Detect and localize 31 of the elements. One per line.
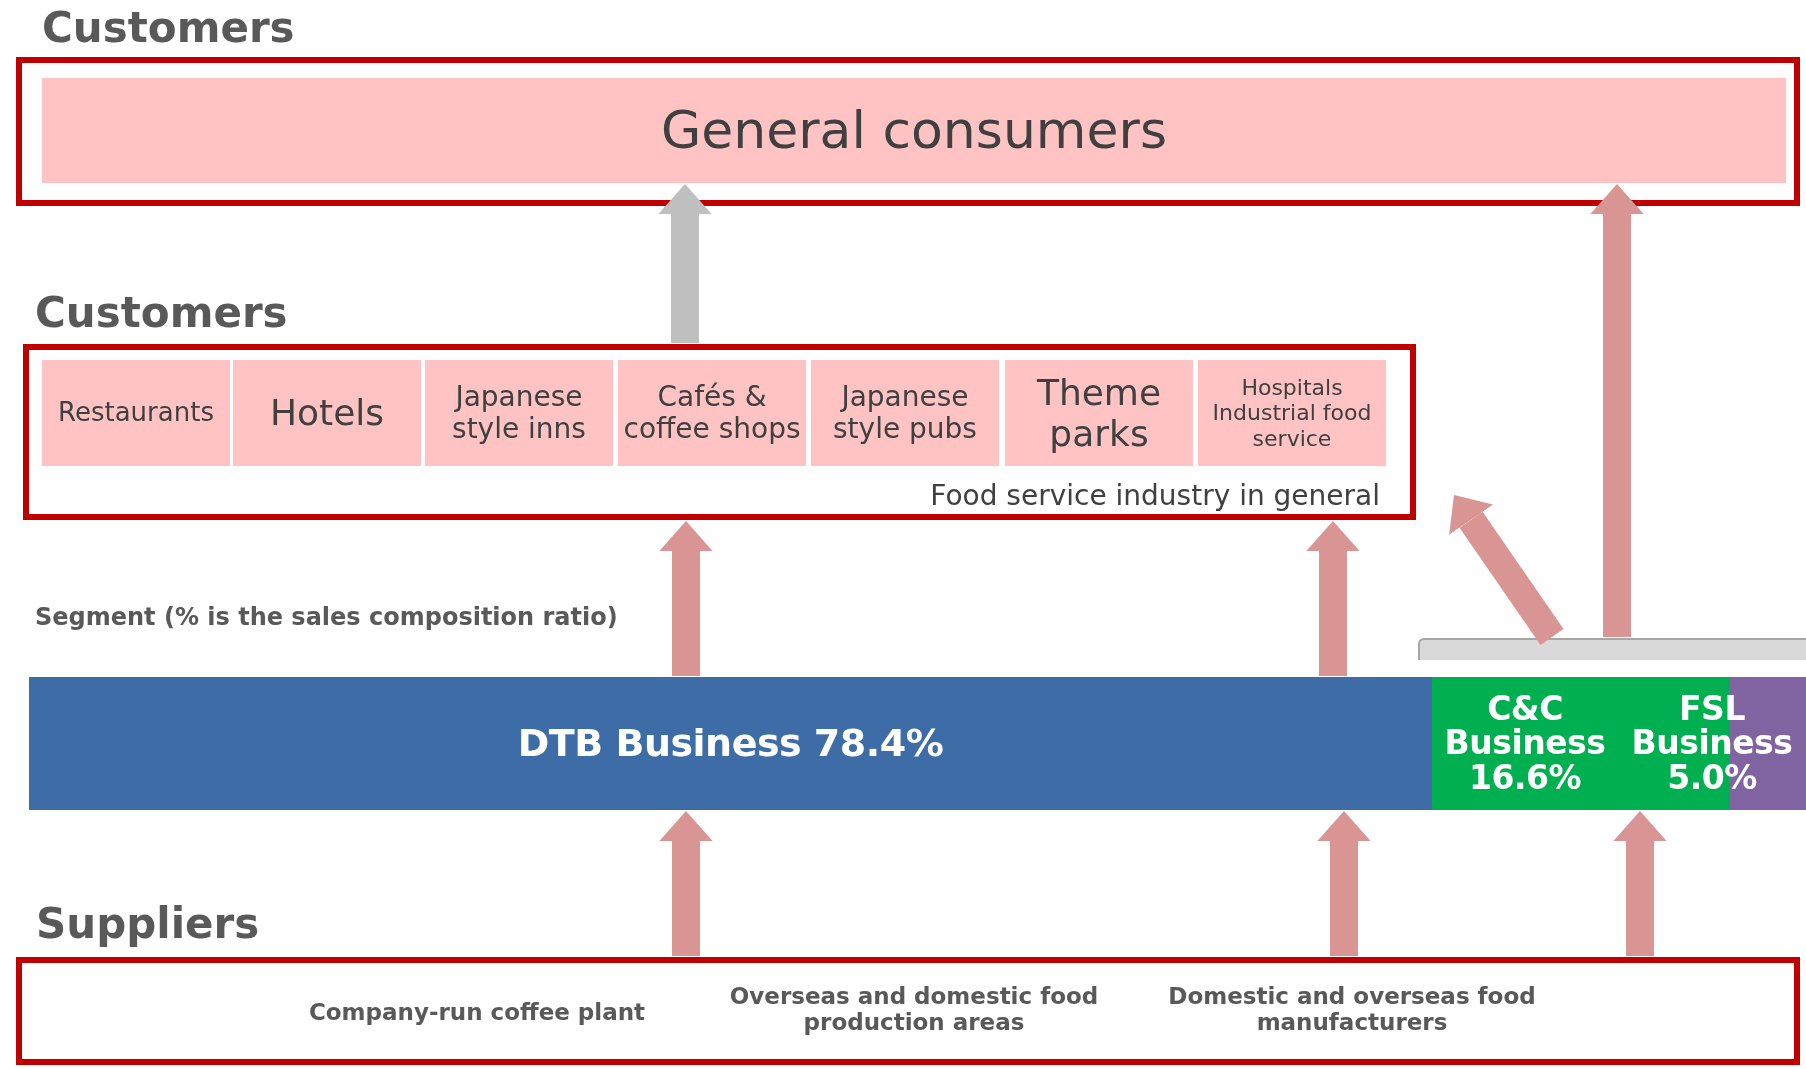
category-box [42, 78, 1786, 183]
section-heading: Suppliers [36, 899, 260, 950]
category-box [42, 360, 230, 466]
supplier-label: Domestic and overseas food manufacturers [1167, 983, 1537, 1036]
category-box [618, 360, 806, 466]
category-label: Theme parks [1035, 371, 1163, 455]
bracket-bar [1418, 638, 1806, 660]
category-box [425, 360, 613, 466]
segment-bar [1618, 677, 1806, 810]
supplier-label: Company-run coffee plant [307, 999, 647, 1026]
segment-bar [29, 677, 1432, 810]
category-label: Japanese style pubs [832, 380, 978, 446]
category-box [811, 360, 999, 466]
category-box [233, 360, 421, 466]
category-label: Japanese style inns [451, 380, 587, 446]
segment-label: DTB Business 78.4% [517, 723, 944, 764]
section-heading: Customers [35, 288, 288, 339]
category-label: Hotels [269, 392, 385, 434]
segment-note: Segment (% is the sales composition ratio) [35, 603, 618, 631]
group-caption: Food service industry in general [930, 479, 1380, 512]
supplier-label: Overseas and domestic food production areas [728, 983, 1100, 1036]
category-box [1005, 360, 1193, 466]
category-label: General consumers [661, 100, 1167, 161]
segment-bar [1432, 677, 1618, 810]
category-label: Cafés & coffee shops [622, 380, 802, 446]
section-heading: Customers [42, 3, 295, 54]
category-label: Hospitals Industrial food service [1211, 375, 1373, 451]
segment-label: C&C Business 16.6% [1443, 691, 1607, 796]
category-box [1198, 360, 1386, 466]
category-label: Restaurants [58, 398, 214, 428]
segment-label: FSL Business 5.0% [1630, 691, 1794, 796]
